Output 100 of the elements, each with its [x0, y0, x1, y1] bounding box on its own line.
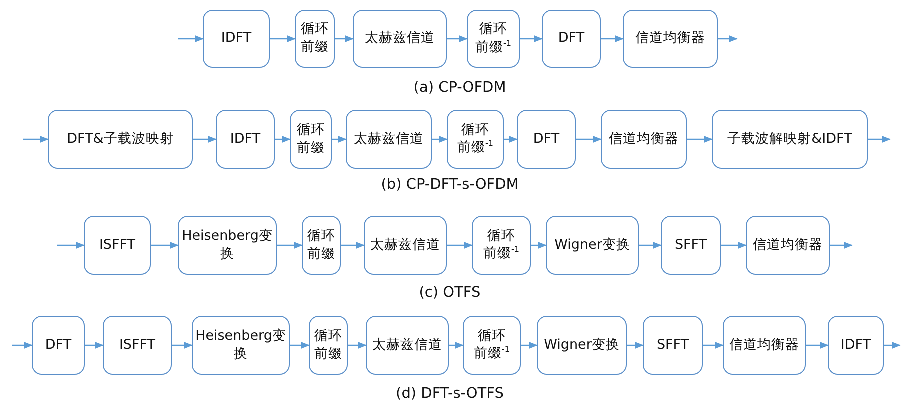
arrow — [576, 136, 602, 143]
arrow — [432, 136, 448, 143]
process-box — [295, 10, 335, 68]
arrow — [270, 36, 296, 42]
process-box — [353, 10, 447, 68]
box-label: 子载波解映射&IDFT — [728, 130, 852, 148]
process-box — [723, 316, 806, 375]
arrow — [884, 342, 901, 349]
arrow — [447, 36, 468, 42]
box-label: 信道均衡器 — [730, 336, 800, 354]
box-label: DFT — [558, 30, 585, 48]
process-box — [746, 216, 830, 275]
box-label: ISFFT — [119, 336, 156, 354]
process-box — [546, 216, 639, 275]
caption: (c) OTFS — [419, 285, 481, 301]
arrow — [332, 136, 347, 143]
process-box — [447, 110, 504, 169]
process-box — [661, 216, 721, 275]
arrow — [335, 36, 354, 42]
process-box — [467, 10, 520, 68]
box-label: 循环前缀$^{-1}$ — [473, 328, 511, 364]
process-box — [643, 316, 703, 375]
arrow — [687, 136, 713, 143]
box-label: 循环前缀 — [296, 122, 326, 158]
process-box — [517, 110, 576, 169]
box-label: SFFT — [674, 236, 708, 254]
arrow — [277, 242, 303, 249]
arrow — [348, 342, 367, 349]
box-label: IDFT — [840, 336, 872, 354]
arrow — [449, 342, 464, 349]
arrow — [275, 136, 291, 143]
arrow — [178, 36, 204, 42]
process-box — [302, 216, 341, 275]
box-label: Heisenberg变换 — [194, 328, 288, 364]
box-label: IDFT — [221, 30, 252, 48]
box-label: 信道均衡器 — [636, 30, 706, 48]
arrow — [718, 36, 738, 42]
box-label: Wigner变换 — [554, 236, 630, 254]
process-box — [463, 316, 521, 375]
process-box — [309, 316, 348, 375]
process-box — [542, 10, 601, 68]
arrow — [193, 136, 217, 143]
box-label: ISFFT — [99, 236, 136, 254]
arrow — [868, 136, 891, 143]
arrow — [85, 342, 104, 349]
arrow — [57, 242, 85, 249]
box-label: 太赫兹信道 — [372, 336, 442, 354]
box-label: IDFT — [230, 130, 261, 148]
process-box — [84, 216, 151, 275]
box-label: DFT — [45, 336, 72, 354]
box-label: DFT — [533, 130, 560, 148]
process-box — [178, 216, 277, 275]
arrow — [627, 342, 644, 349]
arrow — [639, 242, 662, 249]
arrow — [447, 242, 473, 249]
box-label: 循环前缀$^{-1}$ — [456, 122, 494, 158]
box-label: Wigner变换 — [544, 336, 620, 354]
arrow — [23, 136, 49, 143]
box-label: 信道均衡器 — [609, 130, 679, 148]
arrow — [703, 342, 724, 349]
box-label: 信道均衡器 — [753, 236, 823, 254]
process-box — [192, 316, 290, 375]
process-box — [32, 316, 85, 375]
box-label: 太赫兹信道 — [354, 130, 424, 148]
box-label: 循环前缀$^{-1}$ — [482, 228, 520, 264]
arrow — [341, 242, 365, 249]
box-label: SFFT — [656, 336, 690, 354]
box-label: 循环前缀 — [306, 228, 336, 264]
arrow — [721, 242, 747, 249]
arrow — [151, 242, 179, 249]
process-box — [103, 316, 172, 375]
arrow — [520, 36, 543, 42]
process-box — [203, 10, 270, 68]
box-label: 太赫兹信道 — [365, 30, 435, 48]
process-box — [364, 216, 447, 275]
process-box — [712, 110, 868, 169]
arrow — [504, 136, 518, 143]
process-box — [537, 316, 627, 375]
box-label: DFT&子载波映射 — [67, 130, 174, 148]
caption: (b) CP-DFT-s-OFDM — [381, 177, 519, 193]
arrow — [531, 242, 547, 249]
process-box — [346, 110, 432, 169]
arrow — [521, 342, 538, 349]
process-box — [216, 110, 275, 169]
caption: (a) CP-OFDM — [414, 80, 506, 96]
box-label: Heisenberg变换 — [181, 228, 274, 264]
arrow — [12, 342, 33, 349]
arrow — [806, 342, 829, 349]
process-box — [623, 10, 718, 68]
caption: (d) DFT-s-OTFS — [396, 386, 504, 402]
box-label: 循环前缀$^{-1}$ — [474, 21, 512, 57]
arrow — [601, 36, 624, 42]
box-label: 循环前缀 — [314, 328, 344, 364]
process-box — [290, 110, 332, 169]
process-box — [472, 216, 531, 275]
box-label: 太赫兹信道 — [370, 236, 440, 254]
arrow — [290, 342, 310, 349]
process-box — [828, 316, 884, 375]
process-box — [601, 110, 687, 169]
arrow — [172, 342, 193, 349]
